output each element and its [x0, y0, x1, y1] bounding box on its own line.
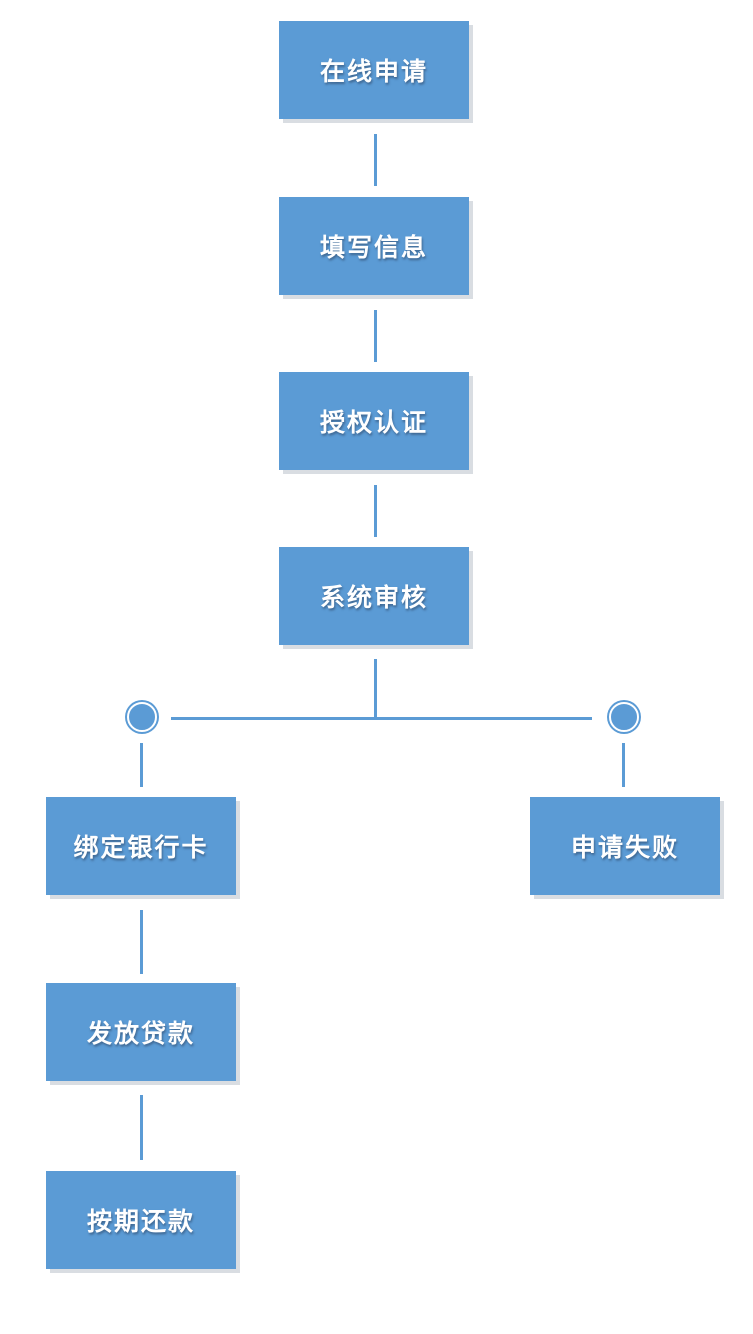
connector-left-branch [140, 743, 143, 787]
connector-2 [374, 310, 377, 362]
branch-node-right [609, 702, 639, 732]
step-apply-online-label: 在线申请 [319, 57, 428, 86]
step-failed: 申请失败 [530, 797, 720, 895]
connector-5 [140, 910, 143, 974]
step-failed-label: 申请失败 [570, 833, 679, 862]
step-system-review-label: 系统审核 [319, 583, 428, 612]
connector-right-branch [622, 743, 625, 787]
step-authorize: 授权认证 [279, 372, 469, 470]
step-bind-card: 绑定银行卡 [46, 797, 236, 895]
step-disburse-label: 发放贷款 [86, 1019, 195, 1048]
step-apply-online: 在线申请 [279, 21, 469, 119]
step-authorize-label: 授权认证 [319, 408, 428, 437]
step-repay: 按期还款 [46, 1171, 236, 1269]
connector-1 [374, 134, 377, 186]
branch-node-left [127, 702, 157, 732]
branch-line [171, 717, 592, 720]
step-disburse: 发放贷款 [46, 983, 236, 1081]
connector-3 [374, 485, 377, 537]
step-system-review: 系统审核 [279, 547, 469, 645]
step-repay-label: 按期还款 [86, 1207, 195, 1236]
connector-6 [140, 1095, 143, 1160]
connector-4 [374, 659, 377, 720]
step-fill-info: 填写信息 [279, 197, 469, 295]
step-fill-info-label: 填写信息 [319, 233, 428, 262]
step-bind-card-label: 绑定银行卡 [73, 833, 209, 862]
